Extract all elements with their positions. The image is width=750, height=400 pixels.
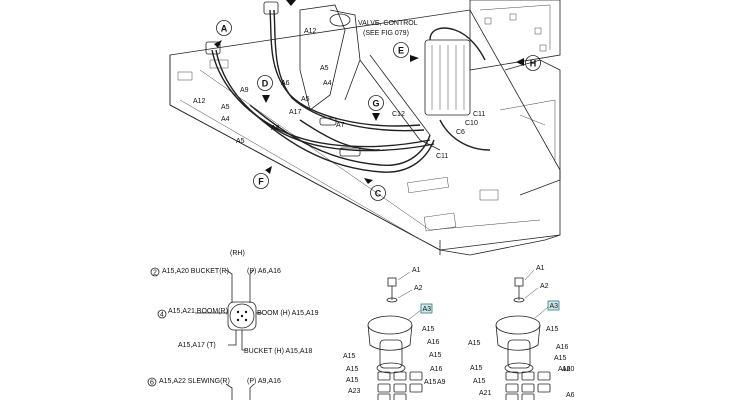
part-label: A2 [540, 283, 549, 290]
callout-g: G [368, 95, 384, 121]
part-label: A15 [346, 366, 359, 373]
part-label: A15 [429, 352, 442, 359]
hose-label: C12 [392, 111, 405, 118]
hose-label-group: A12 A12 A6 A4 A5 A9 A5 A4 A5 A17 A8 A7 C… [193, 28, 485, 160]
callout-f: F [253, 166, 272, 189]
callout-c: C [364, 178, 386, 201]
pattern-item-num: 4 [160, 312, 164, 319]
hose-label: A17 [289, 109, 302, 116]
hose-label: A9 [240, 87, 249, 94]
callout-e: E [393, 42, 419, 62]
part-label: A15 [422, 326, 435, 333]
rh-label: (RH) [230, 250, 245, 257]
callout-h: H [516, 55, 541, 71]
part-label: A9 [437, 379, 446, 386]
part-label: A15 [346, 377, 359, 384]
pattern-item-pressure: (P) A6,A16 [247, 268, 281, 275]
hose-label: C11 [436, 153, 448, 160]
part-label: A1 [536, 265, 545, 272]
valve-control-label: VALVE, CONTROL [358, 20, 418, 27]
hose-label: A7 [336, 122, 345, 129]
part-label-box [547, 300, 560, 311]
part-label: A2 [414, 285, 423, 292]
callout-e-letter: E [398, 46, 404, 56]
callout-g-letter: G [372, 99, 379, 109]
hose-label: A12 [193, 98, 206, 105]
hose-label: A4 [221, 116, 230, 123]
part-label: A15 [424, 379, 437, 386]
pattern-item-num: 2 [153, 270, 157, 277]
callout-d: D [257, 75, 273, 103]
pattern-item-bucket-r: A15,A20 BUCKET(R) [162, 268, 229, 275]
part-label: A3 [423, 306, 432, 313]
hose-label: C10 [465, 120, 478, 127]
hose-label: A5 [320, 65, 329, 72]
part-label: A15 [468, 340, 481, 347]
part-label: A16 [427, 339, 440, 346]
pattern-item-pressure: (P) A9,A16 [247, 378, 281, 385]
callout-c-letter: C [375, 189, 382, 199]
part-label: A3 [550, 303, 559, 310]
part-label: A6 [566, 392, 575, 399]
part-label: A23 [348, 388, 361, 395]
part-label: A15 [343, 353, 356, 360]
part-label-box [420, 303, 433, 314]
chassis-assembly [169, 0, 561, 256]
part-label: A16 [558, 366, 571, 373]
pattern-item-boom-h: BOOM (H) A15,A19 [257, 310, 319, 317]
part-label: A16 [556, 344, 569, 351]
hose-label: A5 [236, 138, 245, 145]
hose-label: A4 [323, 80, 332, 87]
callout-a-letter: A [221, 24, 228, 34]
pattern-item-tank: A15,A17 (T) [178, 342, 216, 349]
control-pattern-1: (RH) 2 A15,A20 BUCKET(R) (P) A6,A16 4 A1… [150, 250, 319, 355]
callout-h-letter: H [530, 59, 537, 69]
pattern-item-boom-r: A15,A21 BOOM(R) [168, 308, 228, 315]
pattern-item-slewing-r: A15,A22 SLEWING(R) [159, 378, 230, 385]
part-label: A15 [470, 365, 483, 372]
hose-label: C6 [456, 129, 465, 136]
valve-control-ref: (SEE FIG 079) [363, 30, 409, 37]
callout-d-letter: D [262, 79, 269, 89]
part-label: A16 [430, 366, 443, 373]
hose-label: A5 [221, 104, 230, 111]
pattern-item-num: 6 [150, 380, 154, 387]
arrow-icon [286, 0, 296, 6]
part-label: A1 [412, 267, 421, 274]
callout-a: A [214, 20, 232, 48]
hose-label: C11 [473, 111, 485, 118]
part-label: A15 [546, 326, 559, 333]
hose-label: A6 [281, 80, 290, 87]
part-label: A20 [562, 366, 575, 373]
part-label: A15 [473, 378, 486, 385]
hose-label: A12 [304, 28, 317, 35]
parts-exploded-right: A1 A2 A3 A15 A16 A15 A15 A15 A21 A15 A16… [468, 265, 575, 400]
part-label: A15 [554, 355, 567, 362]
control-pattern-2: 6 A15,A22 SLEWING(R) (P) A9,A16 [147, 377, 281, 400]
hose-label: A5 [301, 96, 310, 103]
parts-exploded-left: A1 A2 A3 A15 A16 A15 A15 A15 A23 A15 A16… [343, 267, 446, 400]
part-label: A21 [479, 390, 492, 397]
callout-f-letter: F [258, 177, 264, 187]
view-callouts: A D G E H F C [214, 0, 541, 201]
hose-label: A8 [271, 125, 280, 132]
pattern-item-bucket-h: BUCKET (H) A15,A18 [244, 348, 312, 355]
